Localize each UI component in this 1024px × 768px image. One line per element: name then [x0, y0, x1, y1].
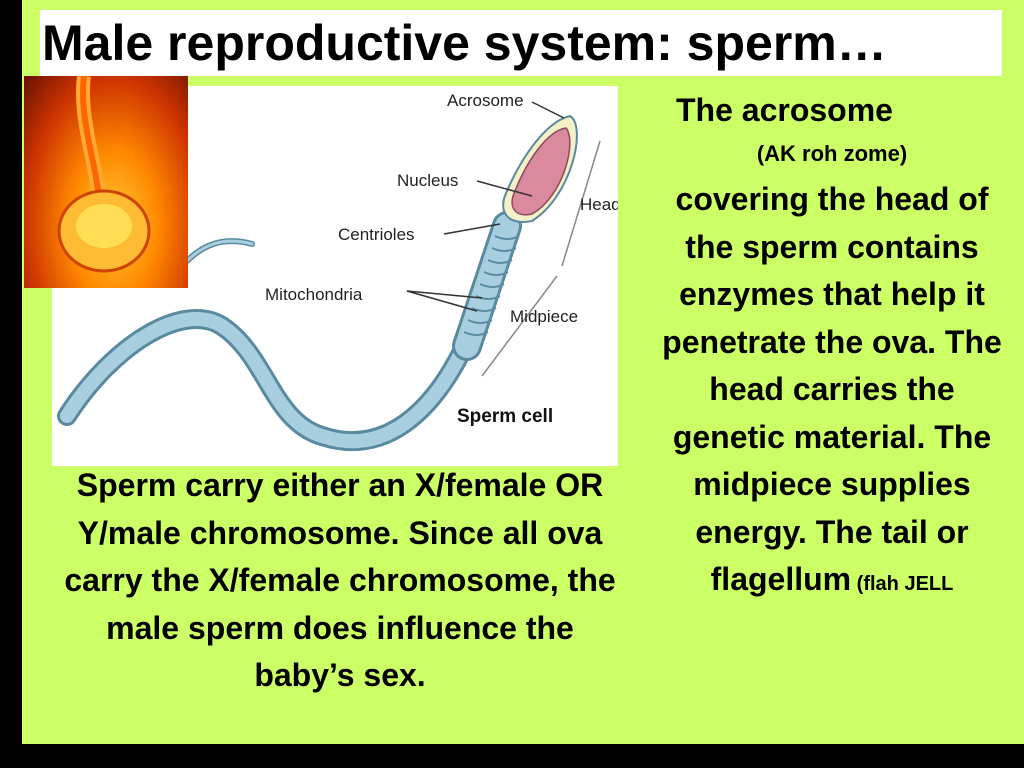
acrosome-body-text: covering the head of the sperm contains …	[662, 181, 1002, 597]
label-nucleus: Nucleus	[397, 171, 458, 190]
acrosome-pronunciation: (AK roh zome)	[756, 141, 908, 166]
sperm-micrograph	[24, 76, 188, 288]
label-midpiece: Midpiece	[510, 307, 578, 326]
label-acrosome: Acrosome	[447, 91, 524, 110]
label-head: Head	[580, 195, 618, 214]
acrosome-heading: The acrosome	[676, 92, 893, 128]
bottom-frame	[0, 744, 1024, 768]
sperm-midpiece	[452, 211, 522, 361]
label-centrioles: Centrioles	[338, 225, 415, 244]
label-sperm-cell: Sperm cell	[457, 406, 553, 427]
sperm-head	[502, 114, 578, 223]
acrosome-body: covering the head of the sperm contains …	[662, 176, 1002, 609]
slide-title: Male reproductive system: sperm…	[40, 10, 1002, 76]
slide: Male reproductive system: sperm…	[22, 0, 1024, 744]
chromosome-description: Sperm carry either an X/female OR Y/male…	[64, 467, 616, 693]
flagellum-pronunciation: (flah JELL	[851, 573, 954, 595]
sperm-diagram-svg: Acrosome Nucleus Head Centrioles Mitocho…	[57, 91, 621, 451]
label-mitochondria: Mitochondria	[265, 285, 363, 304]
acrosome-description: The acrosome (AK roh zome) covering the …	[662, 88, 1002, 609]
